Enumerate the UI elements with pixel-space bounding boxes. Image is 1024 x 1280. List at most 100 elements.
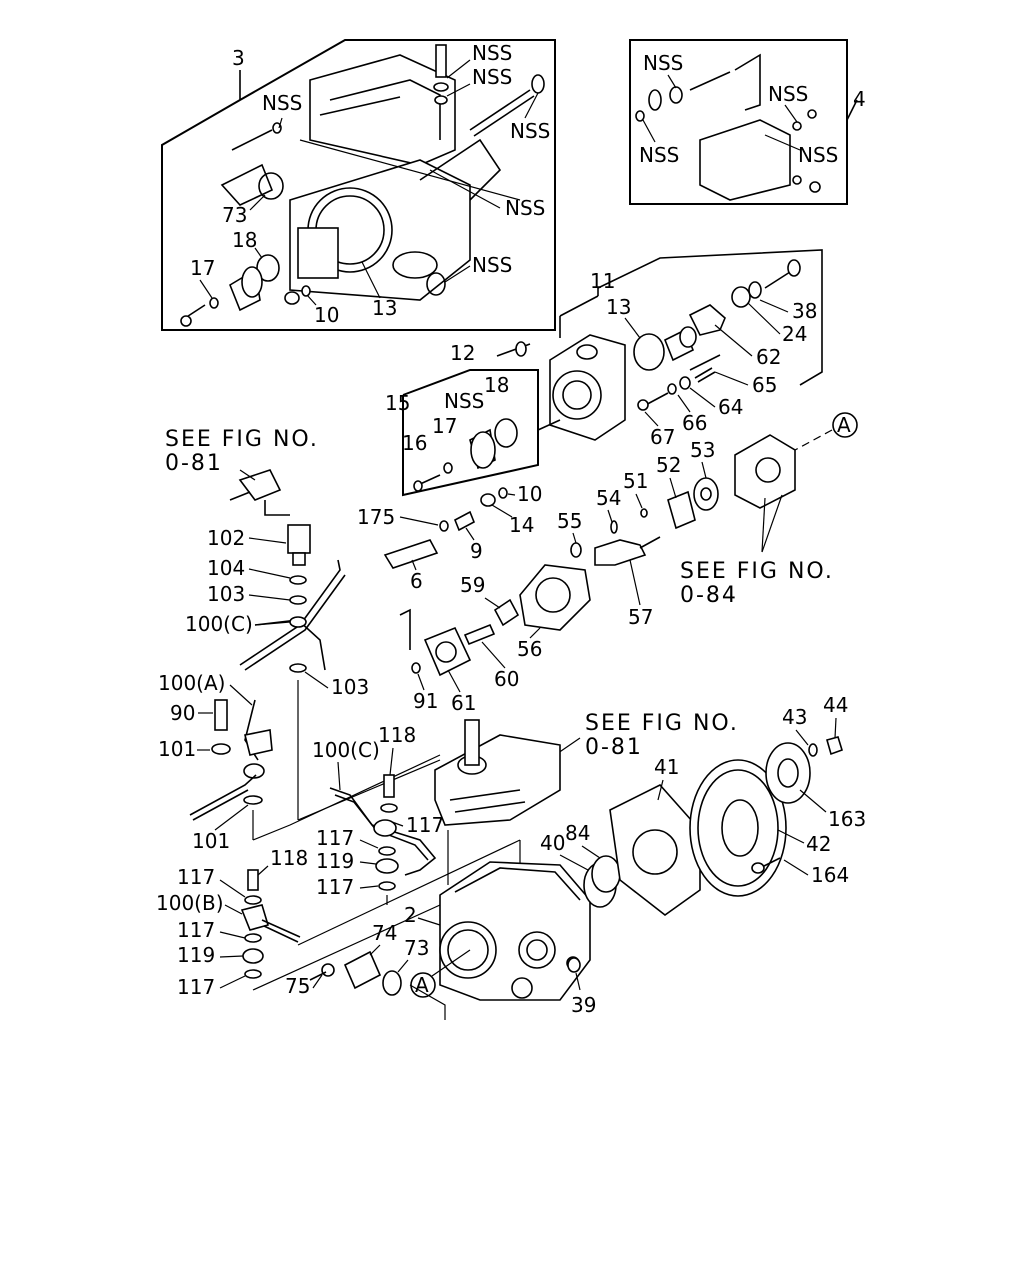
callout-51: 51	[623, 469, 648, 493]
callout-12: 12	[450, 341, 475, 365]
callout-3: 3	[232, 46, 245, 70]
callout-ref-a-1: A	[837, 413, 851, 437]
reference-a-bottom: A	[410, 949, 471, 998]
callout-67: 67	[650, 425, 675, 449]
callout-119-a: 119	[316, 849, 354, 873]
callout-13-b: 13	[606, 295, 631, 319]
pump-housing-upper	[289, 54, 521, 301]
callout-10-a: 10	[314, 303, 339, 327]
assembly-4-frame: 4 NSS NSS NSS NSS	[629, 39, 866, 205]
callout-57: 57	[628, 605, 653, 629]
callout-117-b: 117	[406, 813, 444, 837]
cluster-6-9-14: 175 9 6 14 10	[357, 482, 542, 593]
fitting-group-102: 102 104 103 100(C) 103	[185, 524, 369, 820]
callout-24: 24	[782, 322, 807, 346]
callout-nss-9: NSS	[639, 143, 679, 167]
callout-38: 38	[792, 299, 817, 323]
callout-10-b: 10	[517, 482, 542, 506]
callout-15: 15	[385, 391, 410, 415]
callout-100b: 100(B)	[156, 891, 224, 915]
callout-175: 175	[357, 505, 395, 529]
gear-assembly: 41 43 44 163 42 40 84 164	[540, 693, 866, 916]
callout-nss-1: NSS	[472, 41, 512, 65]
callout-14: 14	[509, 513, 534, 537]
callout-43: 43	[782, 705, 807, 729]
callout-ref-a-2: A	[415, 973, 429, 997]
callout-59: 59	[460, 573, 485, 597]
callout-104: 104	[207, 556, 245, 580]
callout-163: 163	[828, 807, 866, 831]
callout-100a: 100(A)	[158, 671, 225, 695]
top-stud-parts	[433, 44, 545, 137]
callout-52: 52	[656, 453, 681, 477]
cover-74-group: 74 73 75	[285, 921, 429, 998]
callout-nss-4: NSS	[262, 91, 302, 115]
callout-42: 42	[806, 832, 831, 856]
callout-102: 102	[207, 526, 245, 550]
callout-103-a: 103	[207, 582, 245, 606]
callout-164: 164	[811, 863, 849, 887]
callout-17-b: 17	[432, 414, 457, 438]
callout-117-a: 117	[316, 826, 354, 850]
callout-119-b: 119	[177, 943, 215, 967]
callout-73-b: 73	[404, 936, 429, 960]
callout-75: 75	[285, 974, 310, 998]
callout-11: 11	[590, 269, 615, 293]
callout-101-b: 101	[192, 829, 230, 853]
callout-117-d: 117	[177, 865, 215, 889]
svg-text:SEE FIG NO.: SEE FIG NO.	[165, 427, 319, 452]
see-fig-ref-1: SEE FIG NO. 0-81	[165, 427, 319, 516]
callout-54: 54	[596, 486, 621, 510]
callout-117-e: 117	[177, 918, 215, 942]
callout-44: 44	[823, 693, 848, 717]
callout-18-b: 18	[484, 373, 509, 397]
callout-nss-5: NSS	[505, 196, 545, 220]
assembly-3-leaders	[199, 59, 539, 306]
svg-text:0-81: 0-81	[165, 451, 223, 476]
callout-55: 55	[557, 509, 582, 533]
assembly-3-small-parts	[180, 122, 446, 327]
callout-6: 6	[410, 569, 423, 593]
assembly-11: 11 13 38 24 62 65 64 66 67 12	[450, 249, 823, 449]
svg-text:SEE FIG NO.: SEE FIG NO.	[680, 559, 834, 584]
callout-53: 53	[690, 438, 715, 462]
main-housing-2: 2	[404, 861, 591, 1001]
callout-40: 40	[540, 831, 565, 855]
callout-41: 41	[654, 755, 679, 779]
assembly-15: 15 NSS 18 17 16	[385, 369, 561, 497]
callout-nss-3: NSS	[510, 119, 550, 143]
see-fig-ref-3: SEE FIG NO. 0-81	[434, 711, 739, 826]
svg-text:SEE FIG NO.: SEE FIG NO.	[585, 711, 739, 736]
callout-nss-6: NSS	[472, 253, 512, 277]
callout-13-a: 13	[372, 296, 397, 320]
svg-text:0-81: 0-81	[585, 735, 643, 760]
callout-nss-2: NSS	[472, 65, 512, 89]
callout-nss-7: NSS	[643, 51, 683, 75]
callout-60: 60	[494, 667, 519, 691]
callout-91: 91	[413, 689, 438, 713]
callout-65: 65	[752, 373, 777, 397]
fitting-group-100: 100(A) 90 101 101	[158, 671, 273, 853]
svg-text:0-84: 0-84	[680, 583, 738, 608]
callout-84: 84	[565, 821, 590, 845]
callout-2: 2	[404, 903, 417, 927]
callout-nss-10: NSS	[798, 143, 838, 167]
callout-100c-b: 100(C)	[312, 738, 380, 762]
callout-74: 74	[372, 921, 397, 945]
callout-16: 16	[402, 431, 427, 455]
bolt-39: 39	[567, 957, 596, 1017]
see-fig-ref-2: SEE FIG NO. 0-84	[680, 494, 834, 608]
callout-56: 56	[517, 637, 542, 661]
callout-118-a: 118	[378, 723, 416, 747]
callout-101-a: 101	[158, 737, 196, 761]
callout-62: 62	[756, 345, 781, 369]
callout-nss-8: NSS	[768, 82, 808, 106]
fitting-group-100b: 117 118 100(B) 117 119 117	[156, 846, 308, 999]
callout-73-a: 73	[222, 203, 247, 227]
callout-90: 90	[170, 701, 195, 725]
callout-64: 64	[718, 395, 743, 419]
callout-61: 61	[451, 691, 476, 715]
fitting-group-100c-b: 100(C) 118 117 117 119 117	[312, 723, 444, 905]
callout-100c-a: 100(C)	[185, 612, 253, 636]
